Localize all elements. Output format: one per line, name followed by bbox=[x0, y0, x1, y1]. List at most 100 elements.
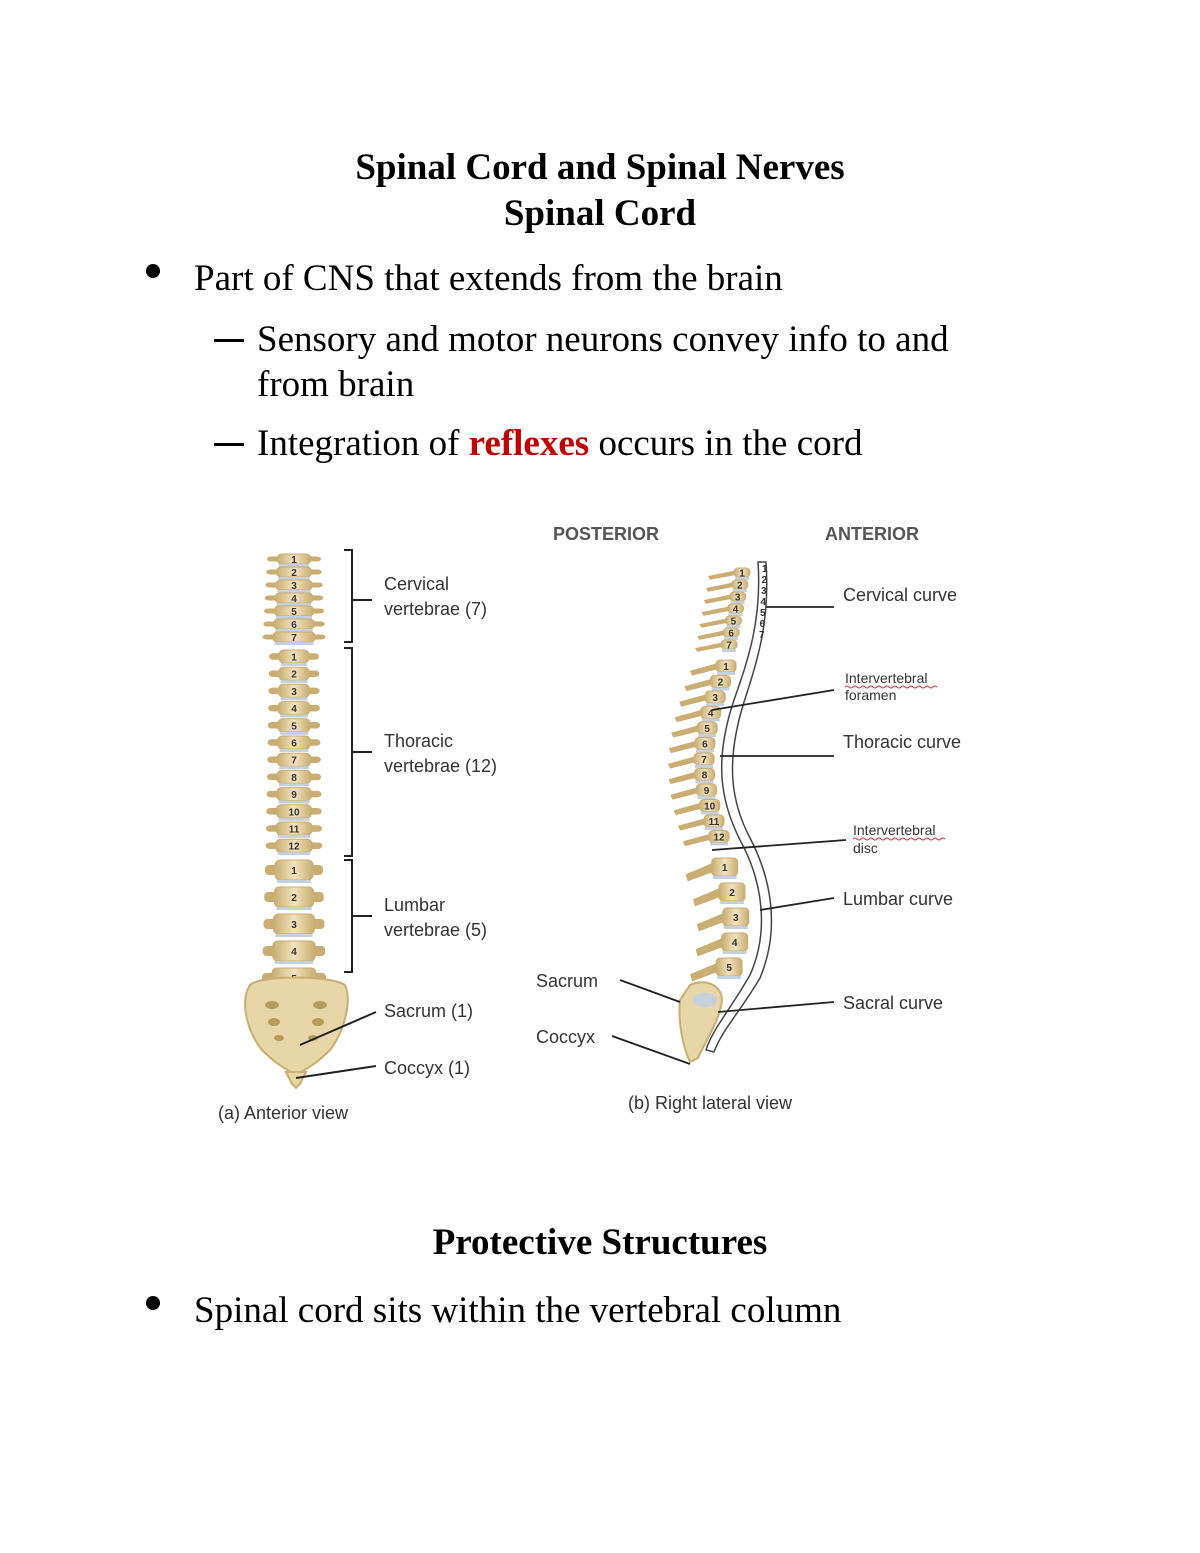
lateral-vertebra-thoracic-5: 5 bbox=[671, 721, 718, 738]
label-lumbar: Lumbar bbox=[384, 895, 445, 915]
vertebra-number: 11 bbox=[709, 817, 720, 828]
lateral-vertebra-cervical-1: 1 bbox=[708, 567, 751, 580]
vertebra-number: 4 bbox=[732, 938, 738, 949]
sacral-disc bbox=[693, 993, 717, 1007]
section-title-protective: Protective Structures bbox=[432, 1222, 768, 1263]
lateral-vertebra-thoracic-11: 11 bbox=[677, 814, 725, 831]
reflexes-highlight: reflexes bbox=[468, 423, 590, 464]
bullet-text-vertebral: Spinal cord sits within the vertebral co… bbox=[194, 1290, 842, 1331]
vertebra-number: 1 bbox=[291, 653, 297, 664]
vertebra-number: 11 bbox=[289, 825, 300, 836]
vertebra-number: 3 bbox=[712, 693, 718, 704]
vertebra-number: 2 bbox=[729, 888, 735, 899]
vertebra-thoracic-1: 1 bbox=[269, 649, 319, 666]
vertebra-number: 6 bbox=[291, 620, 297, 631]
spellcheck-underline bbox=[852, 837, 946, 841]
cervical-number-side: 5 bbox=[760, 608, 766, 619]
label-sacrum-lateral: Sacrum bbox=[536, 971, 598, 991]
cervical-number-side: 4 bbox=[761, 597, 767, 608]
lateral-vertebra-lumbar-4: 4 bbox=[695, 932, 749, 957]
vertebra-number: 8 bbox=[702, 771, 708, 782]
cervical-number-side: 6 bbox=[760, 619, 766, 630]
bullet-dot bbox=[146, 264, 160, 278]
label-iv-disc-2: disc bbox=[853, 840, 878, 856]
document-title: Spinal Cord and Spinal Nerves bbox=[355, 147, 845, 188]
cervical-number-side: 2 bbox=[762, 575, 768, 586]
label-sacral-curve: Sacral curve bbox=[843, 993, 943, 1013]
vertebra-cervical-1: 1 bbox=[267, 553, 321, 567]
vertebra-number: 7 bbox=[701, 755, 707, 766]
vertebra-number: 9 bbox=[704, 786, 710, 797]
lateral-vertebra-thoracic-2: 2 bbox=[684, 675, 731, 692]
vertebra-number: 2 bbox=[737, 581, 743, 592]
spellcheck-underline bbox=[844, 685, 938, 689]
vertebra-number: 1 bbox=[739, 569, 745, 580]
sacrum-anterior-shape bbox=[244, 976, 349, 1076]
header-posterior: POSTERIOR bbox=[553, 524, 659, 544]
vertebra-thoracic-8: 8 bbox=[266, 769, 322, 787]
vertebra-number: 8 bbox=[291, 773, 297, 784]
vertebra-number: 12 bbox=[288, 842, 300, 853]
lateral-vertebra-thoracic-6: 6 bbox=[668, 737, 716, 754]
lateral-vertebra-lumbar-1: 1 bbox=[685, 857, 739, 882]
document-subtitle: Spinal Cord bbox=[503, 193, 697, 234]
label-iv-foramen: Intervertebral bbox=[845, 670, 927, 686]
label-thoracic-curve: Thoracic curve bbox=[843, 732, 961, 752]
vertebra-number: 7 bbox=[291, 756, 297, 767]
cervical-number-side: 7 bbox=[759, 630, 765, 641]
vertebra-cervical-6: 6 bbox=[263, 618, 325, 632]
vertebra-number: 10 bbox=[704, 802, 716, 813]
vertebra-number: 4 bbox=[708, 709, 714, 720]
label-iv-disc: Intervertebral bbox=[853, 822, 935, 838]
spinal-curve-outline bbox=[705, 561, 773, 1053]
vertebra-thoracic-3: 3 bbox=[268, 683, 320, 701]
sub-bullet-text-neurons-cont: from brain bbox=[257, 364, 415, 405]
lateral-leader-lines bbox=[611, 606, 847, 1065]
lateral-vertebra-lumbar-2: 2 bbox=[693, 882, 746, 907]
reflex-text-post: occurs in the cord bbox=[589, 423, 863, 464]
vertebra-lumbar-1: 1 bbox=[265, 859, 323, 883]
vertebra-number: 9 bbox=[291, 790, 297, 801]
lateral-vertebra-thoracic-7: 7 bbox=[668, 752, 715, 769]
vertebra-number: 2 bbox=[291, 568, 297, 579]
vertebra-number: 1 bbox=[722, 863, 728, 874]
label-cervical-curve: Cervical curve bbox=[843, 585, 957, 605]
caption-lateral-view: (b) Right lateral view bbox=[628, 1093, 793, 1113]
lateral-vertebra-thoracic-10: 10 bbox=[673, 799, 721, 816]
vertebra-thoracic-4: 4 bbox=[268, 701, 320, 718]
bullet-dot bbox=[146, 1296, 160, 1310]
vertebra-number: 2 bbox=[291, 670, 297, 681]
label-coccyx: Coccyx (1) bbox=[384, 1058, 470, 1078]
cervical-number-side: 3 bbox=[761, 586, 767, 597]
lateral-vertebra-thoracic-3: 3 bbox=[679, 690, 726, 707]
vertebra-number: 3 bbox=[291, 581, 297, 592]
vertebra-number: 1 bbox=[291, 866, 297, 877]
vertebra-number: 5 bbox=[291, 607, 297, 618]
vertebra-number: 6 bbox=[702, 740, 708, 751]
lateral-vertebra-lumbar-3: 3 bbox=[696, 907, 750, 932]
lateral-vertebra-thoracic-12: 12 bbox=[683, 830, 730, 847]
vertebra-number: 3 bbox=[733, 913, 739, 924]
vertebra-number: 5 bbox=[291, 721, 297, 732]
sub-bullet-text-reflexes: Integration of reflexes occurs in the co… bbox=[257, 422, 862, 465]
label-cervical-count: vertebrae (7) bbox=[384, 599, 487, 619]
vertebra-number: 4 bbox=[291, 704, 297, 715]
vertebra-number: 3 bbox=[291, 687, 297, 698]
lateral-vertebra-cervical-7: 7 bbox=[695, 639, 738, 652]
header-anterior: ANTERIOR bbox=[825, 524, 919, 544]
label-cervical: Cervical bbox=[384, 574, 449, 594]
vertebra-thoracic-10: 10 bbox=[266, 804, 322, 821]
sub-bullet-dash bbox=[214, 339, 244, 342]
vertebra-number: 10 bbox=[288, 807, 300, 818]
label-lumbar-count: vertebrae (5) bbox=[384, 920, 487, 940]
label-thoracic-count: vertebrae (12) bbox=[384, 756, 497, 776]
lateral-vertebra-thoracic-8: 8 bbox=[668, 768, 716, 785]
region-brackets bbox=[295, 549, 377, 1079]
label-lumbar-curve: Lumbar curve bbox=[843, 889, 953, 909]
vertebra-number: 5 bbox=[726, 963, 732, 974]
label-iv-foramen-2: foramen bbox=[845, 687, 896, 703]
vertebra-lumbar-4: 4 bbox=[262, 940, 326, 964]
vertebra-cervical-2: 2 bbox=[266, 566, 322, 580]
